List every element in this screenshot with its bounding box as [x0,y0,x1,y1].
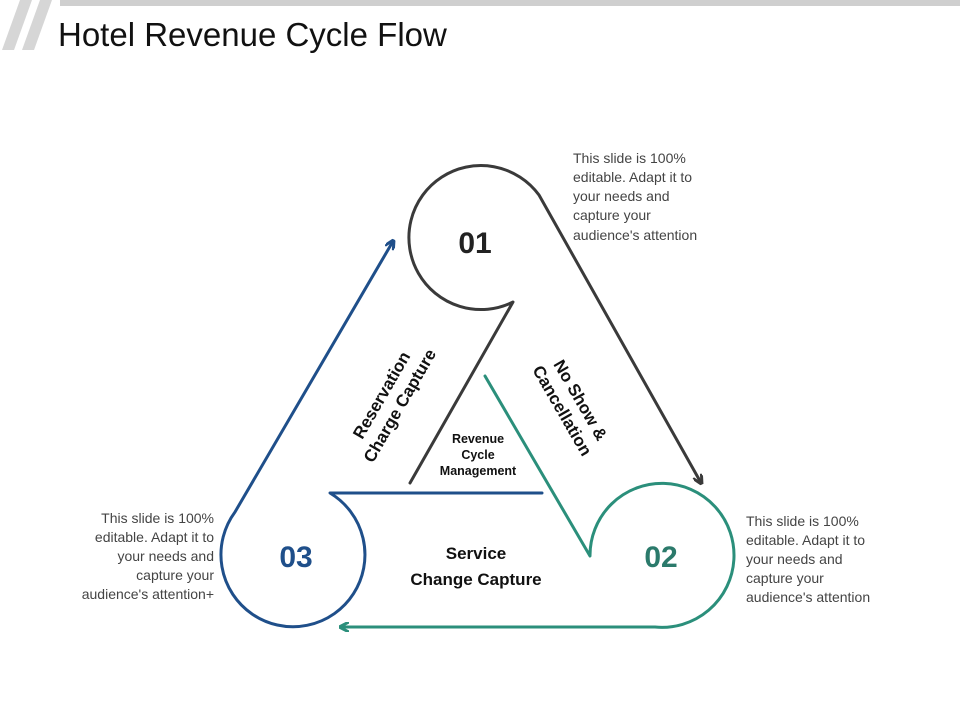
center-label: Revenue Cycle Management [440,432,517,478]
edge-bottom-line-2: Change Capture [410,570,541,589]
header-bar [60,0,960,6]
desc-top-right-line-1: This slide is 100% [573,150,686,166]
slide-title: Hotel Revenue Cycle Flow [58,16,447,53]
desc-top-right-line-2: editable. Adapt it to [573,169,692,185]
center-line-1: Revenue [452,432,504,446]
desc-top-right-line-5: audience's attention [573,227,697,243]
flow-arrow-02-to-03 [343,374,736,627]
step-03-number: 03 [279,541,312,574]
desc-right-line-5: audience's attention [746,589,870,605]
center-line-3: Management [440,464,517,478]
desc-left-line-1: This slide is 100% [101,510,214,526]
desc-left-line-3: your needs and [117,548,214,564]
desc-top-right-line-3: your needs and [573,188,670,204]
desc-left-line-4: capture your [136,567,214,583]
desc-right-line-1: This slide is 100% [746,513,859,529]
header-stripe-2 [22,0,52,50]
desc-left-line-5: audience's attention+ [82,586,214,602]
desc-right-line-4: capture your [746,570,824,586]
desc-right-line-2: editable. Adapt it to [746,532,865,548]
description-top-right: This slide is 100% editable. Adapt it to… [573,150,697,243]
desc-left-line-2: editable. Adapt it to [95,529,214,545]
flow-arrow-01-to-02 [407,164,700,483]
desc-right-line-3: your needs and [746,551,843,567]
center-line-2: Cycle [461,448,494,462]
header-decoration [2,0,960,50]
desc-top-right-line-4: capture your [573,207,651,223]
description-left: This slide is 100% editable. Adapt it to… [82,510,215,602]
edge-bottom-line-1: Service [446,544,507,563]
step-02-number: 02 [644,541,677,574]
header-stripe-1 [2,0,32,50]
step-01-number: 01 [458,227,491,260]
flow-arrow-03-to-01 [219,243,544,629]
edge-label-bottom: Service Change Capture [410,544,541,589]
edge-label-right: No Show & Cancellation [529,357,611,460]
edge-label-left: Reservation Charge Capture [349,346,440,466]
description-right: This slide is 100% editable. Adapt it to… [746,513,870,605]
